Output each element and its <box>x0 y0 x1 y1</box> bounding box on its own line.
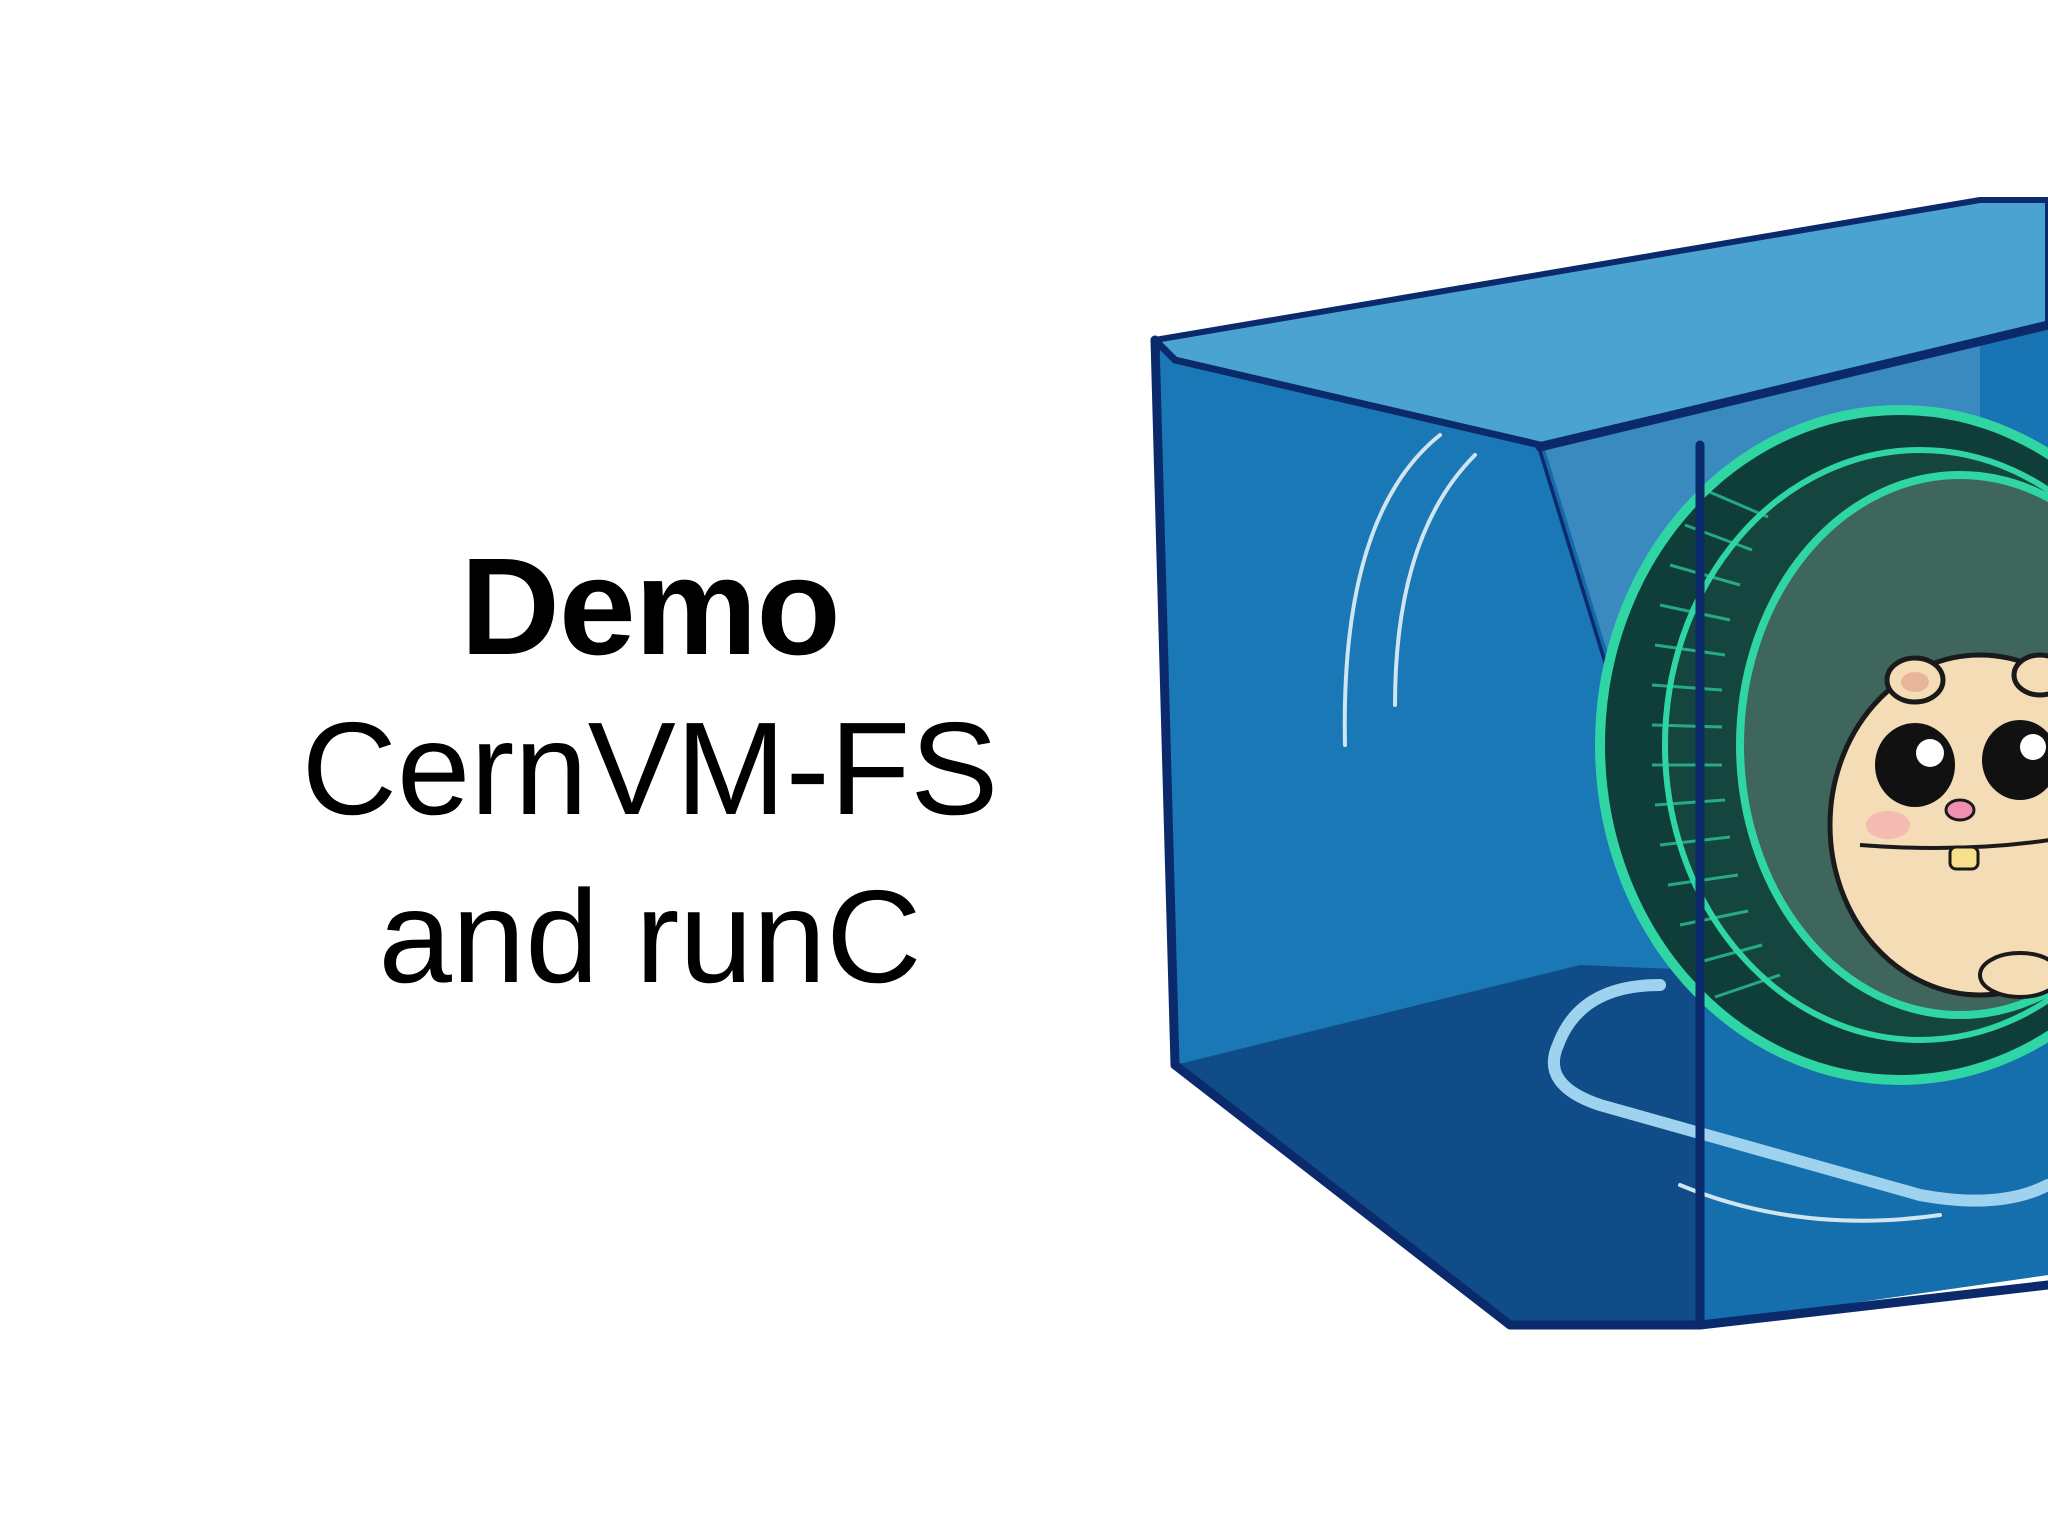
subtitle-line-1: CernVM-FS <box>301 695 999 842</box>
floor-track <box>1547 979 2048 1207</box>
hamster-in-wheel-container-illustration <box>1140 185 2048 1355</box>
motion-lines <box>1342 433 1942 1223</box>
box-front-edges <box>1150 320 2048 1330</box>
subtitle-line-2: and runC <box>378 863 922 1010</box>
slide-title: Demo <box>460 530 840 684</box>
hamster <box>1827 652 2048 999</box>
slide-text-block: Demo CernVM-FS and runC <box>240 530 1060 1021</box>
